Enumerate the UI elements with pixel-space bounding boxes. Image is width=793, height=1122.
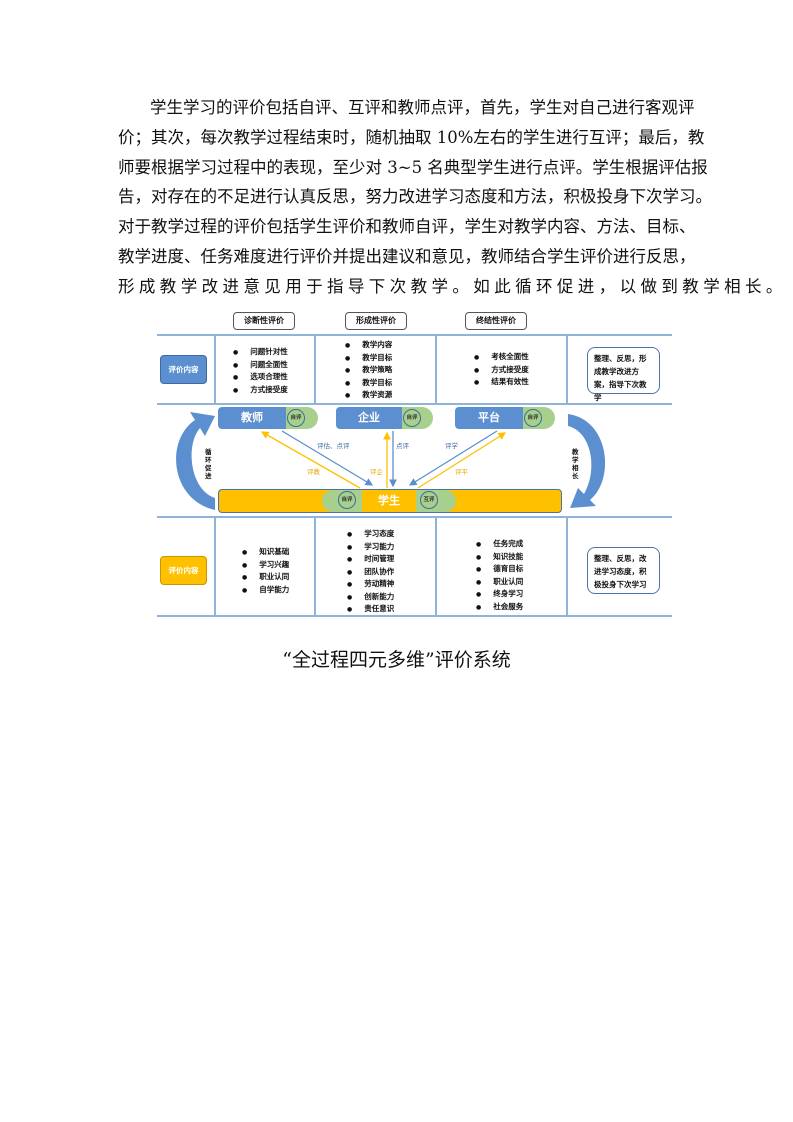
divider <box>435 334 437 404</box>
bottom-content-label: 评价内容 <box>160 556 207 585</box>
top-col-1: 问题针对性 问题全面性 选项合理性 方式接受度 <box>233 346 288 396</box>
list-item: 方式接受度 <box>233 384 288 397</box>
list-item: 劳动精神 <box>347 578 394 591</box>
list-item: 知识技能 <box>476 551 523 564</box>
list-item: 德育目标 <box>476 563 523 576</box>
list-item: 时间管理 <box>347 553 394 566</box>
arrow-teacher-to-student <box>281 430 374 486</box>
arrow-student-to-teacher <box>260 431 361 489</box>
arrow-platform-to-student <box>408 430 498 486</box>
divider <box>435 516 437 616</box>
list-item: 责任意识 <box>347 603 394 616</box>
list-item: 选项合理性 <box>233 371 288 384</box>
list-item: 团队协作 <box>347 566 394 579</box>
paragraph-line: 告，对存在的不足进行认真反思，努力改进学习态度和方法，积极投身下次学习。 <box>118 187 712 206</box>
paragraph-line: 对于教学过程的评价包括学生评价和教师自评，学生对教学内容、方法、目标、 <box>118 217 696 236</box>
list-item: 考核全面性 <box>474 351 529 364</box>
self-eval-badge: 自评 <box>403 409 421 427</box>
bottom-col-3: 任务完成 知识技能 德育目标 职业认同 终身学习 社会服务 <box>476 538 523 613</box>
list-item: 社会服务 <box>476 601 523 614</box>
self-eval-badge: 自评 <box>287 409 305 427</box>
paragraph-line: 价；其次，每次教学过程结束时，随机抽取 10%左右的学生进行互评；最后，教 <box>118 128 705 147</box>
actor-teacher: 教师 自评 <box>218 407 318 429</box>
header-diagnostic: 诊断性评价 <box>233 312 295 330</box>
top-summary-box: 整理、反思，形成教学改进方案，指导下次教学 <box>587 347 660 402</box>
list-item: 职业认同 <box>242 571 289 584</box>
divider <box>566 334 568 404</box>
bottom-summary-box: 整理、反思，改进学习态度，积极投身下次学习 <box>587 547 660 594</box>
arrow-student-to-platform <box>417 432 507 489</box>
arrow-label: 评学 <box>445 442 458 450</box>
list-item: 教学目标 <box>345 352 392 365</box>
actor-platform: 平台 自评 <box>455 407 555 429</box>
list-item: 问题全面性 <box>233 359 288 372</box>
divider <box>566 516 568 616</box>
actor-student: 自评 学生 互评 <box>218 489 562 513</box>
cycle-label-right: 教学相长 <box>572 448 579 480</box>
arrow-label: 评估、点评 <box>317 442 350 450</box>
arrow-label: 评企 <box>370 468 383 476</box>
divider <box>314 516 316 616</box>
actor-name: 平台 <box>455 407 523 429</box>
list-item: 自学能力 <box>242 584 289 597</box>
actor-name: 学生 <box>378 494 400 507</box>
divider <box>157 403 672 405</box>
list-item: 教学策略 <box>345 364 392 377</box>
arrow-label: 评平 <box>455 468 468 476</box>
list-item: 任务完成 <box>476 538 523 551</box>
divider <box>214 516 216 616</box>
list-item: 教学内容 <box>345 339 392 352</box>
paragraph-line: 形成教学改进意见用于指导下次教学。如此循环促进，以做到教学相长。 <box>118 277 787 296</box>
arrow-label: 评教 <box>307 468 320 476</box>
list-item: 知识基础 <box>242 546 289 559</box>
divider <box>157 516 672 518</box>
arrow-label: 点评 <box>396 442 409 450</box>
figure-caption: “全过程四元多维”评价系统 <box>282 649 511 671</box>
list-item: 职业认同 <box>476 576 523 589</box>
list-item: 终身学习 <box>476 588 523 601</box>
list-item: 方式接受度 <box>474 364 529 377</box>
list-item: 结果有效性 <box>474 376 529 389</box>
cycle-arrow-left <box>176 412 215 510</box>
top-col-2: 教学内容 教学目标 教学策略 教学目标 教学资源 <box>345 339 392 402</box>
divider <box>157 615 672 617</box>
actor-company: 企业 自评 <box>336 407 433 429</box>
cycle-arrow-right <box>568 414 606 508</box>
divider <box>214 334 216 404</box>
peer-eval-badge: 互评 <box>420 491 438 509</box>
bottom-col-2: 学习态度 学习能力 时间管理 团队协作 劳动精神 创新能力 责任意识 <box>347 528 394 616</box>
list-item: 问题针对性 <box>233 346 288 359</box>
header-formative: 形成性评价 <box>345 312 407 330</box>
list-item: 学习态度 <box>347 528 394 541</box>
self-eval-badge: 自评 <box>338 491 356 509</box>
divider <box>314 334 316 404</box>
list-item: 创新能力 <box>347 591 394 604</box>
actor-name: 教师 <box>218 407 286 429</box>
list-item: 学习兴趣 <box>242 559 289 572</box>
list-item: 教学目标 <box>345 377 392 390</box>
list-item: 学习能力 <box>347 541 394 554</box>
paragraph-line: 学生学习的评价包括自评、互评和教师点评，首先，学生对自己进行客观评 <box>150 98 695 117</box>
paragraph-line: 师要根据学习过程中的表现，至少对 3~5 名典型学生进行点评。学生根据评估报 <box>118 158 708 177</box>
top-content-label: 评价内容 <box>160 355 207 384</box>
self-eval-badge: 自评 <box>524 409 542 427</box>
bottom-col-1: 知识基础 学习兴趣 职业认同 自学能力 <box>242 546 289 596</box>
divider <box>157 334 672 336</box>
cycle-label-left: 循环促进 <box>205 448 212 480</box>
list-item: 教学资源 <box>345 389 392 402</box>
paragraph-line: 教学进度、任务难度进行评价并提出建议和意见，教师结合学生评价进行反思， <box>118 247 696 266</box>
top-col-3: 考核全面性 方式接受度 结果有效性 <box>474 351 529 389</box>
actor-name: 企业 <box>336 407 402 429</box>
header-summative: 终结性评价 <box>465 312 527 330</box>
